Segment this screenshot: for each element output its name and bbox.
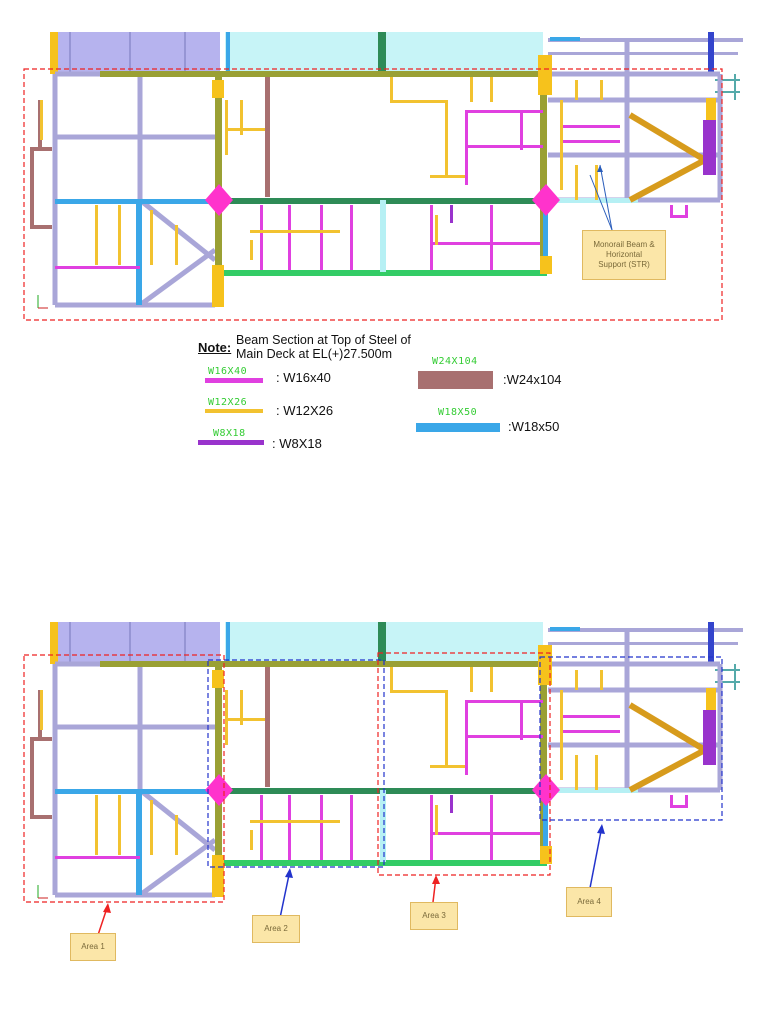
area-1-label: Area 1 bbox=[70, 933, 116, 961]
legend-tag-w18: W18X50 bbox=[438, 407, 478, 418]
plan-drawing-top bbox=[23, 32, 743, 321]
legend-swatch-w12 bbox=[205, 409, 263, 413]
legend-desc-w12: : W12X26 bbox=[276, 403, 334, 418]
plan-top-lavender-band bbox=[55, 32, 220, 74]
callout-monorail: Monorail Beam & Horizontal Support (STR) bbox=[582, 230, 666, 280]
note-label: Note: bbox=[198, 340, 232, 355]
plan-olive-beam bbox=[100, 71, 545, 77]
area-2-outline bbox=[207, 659, 385, 868]
legend-tag-w12: W12X26 bbox=[208, 397, 248, 408]
area-2-label: Area 2 bbox=[252, 915, 300, 943]
plan-w18-beam bbox=[55, 199, 215, 204]
plan-w16-beams bbox=[55, 110, 620, 270]
plan-w8-beam bbox=[703, 120, 716, 175]
legend-swatch-w18 bbox=[416, 423, 500, 432]
plan-area-outline bbox=[23, 68, 723, 321]
legend-desc-w8: : W8X18 bbox=[272, 436, 322, 451]
plan-w24-beam bbox=[265, 77, 270, 197]
legend-desc-w18: :W18x50 bbox=[508, 419, 560, 434]
legend-desc-w16: : W16x40 bbox=[276, 370, 331, 385]
plan-joint-left bbox=[205, 184, 233, 216]
area-1-outline bbox=[23, 654, 225, 903]
area-4-label: Area 4 bbox=[566, 887, 612, 917]
legend-tag-w24: W24X104 bbox=[432, 356, 478, 367]
legend-tag-w8: W8X18 bbox=[213, 428, 246, 439]
note-text: Beam Section at Top of Steel of Main Dec… bbox=[236, 333, 411, 361]
legend-desc-w24: :W24x104 bbox=[503, 372, 562, 387]
legend-swatch-w8 bbox=[198, 440, 264, 445]
legend-swatch-w16 bbox=[205, 378, 263, 383]
legend-tag-w16: W16X40 bbox=[208, 366, 248, 377]
plan-joint-right bbox=[532, 184, 560, 216]
plan-green-beam bbox=[222, 270, 547, 276]
area-3-outline bbox=[377, 652, 551, 876]
plan-w12-beams bbox=[40, 77, 603, 265]
legend-swatch-w24 bbox=[418, 371, 493, 389]
area-4-outline bbox=[539, 656, 723, 821]
area-3-label: Area 3 bbox=[410, 902, 458, 930]
